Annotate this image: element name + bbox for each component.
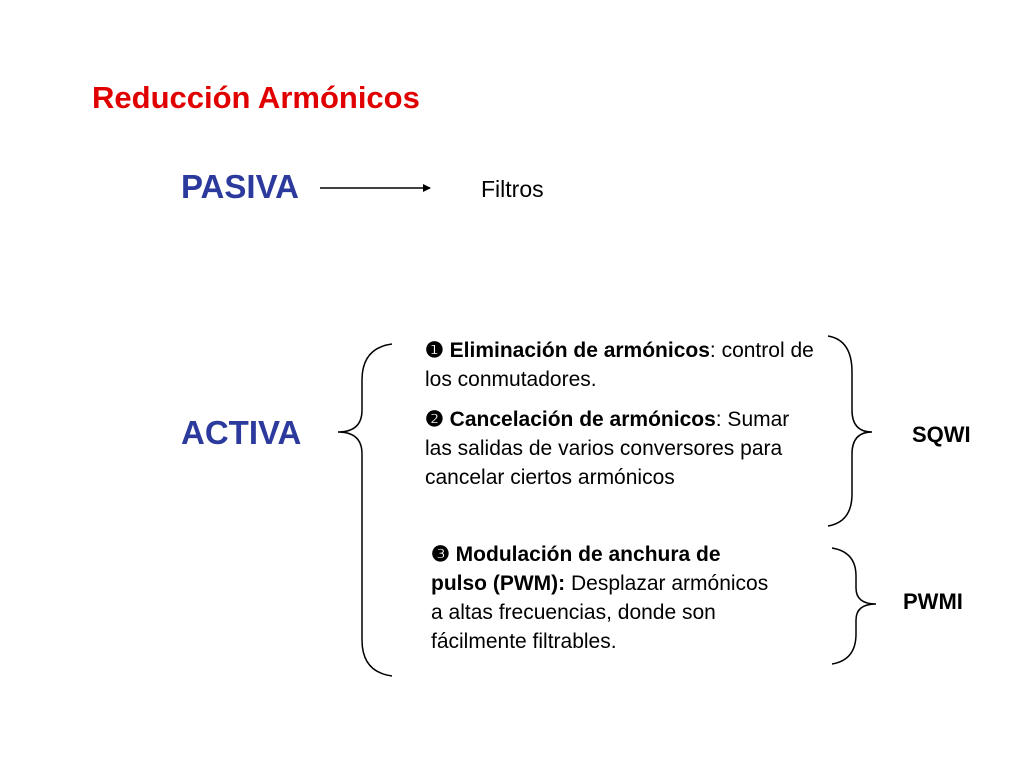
item-2-text: : Sumar las salidas de varios conversore… <box>425 408 790 489</box>
filtros-label: Filtros <box>481 176 544 202</box>
item-3-text: Desplazar armónicos a altas frecuencias,… <box>431 572 769 653</box>
active-item-1: ❶ Eliminación de armónicos: control de l… <box>425 336 825 394</box>
item-1-marker-icon: ❶ <box>425 339 444 362</box>
sqwi-label: SQWI <box>912 422 971 447</box>
pasiva-heading: PASIVA <box>181 168 299 205</box>
pwmi-right-brace <box>831 547 877 665</box>
item-1-title: Eliminación de armónicos <box>449 339 710 362</box>
item-3-marker-icon: ❸ <box>431 543 450 566</box>
active-item-2: ❷ Cancelación de armónicos: Sumar las sa… <box>425 405 805 492</box>
pwmi-label: PWMI <box>903 589 963 614</box>
item-2-marker-icon: ❷ <box>425 408 444 431</box>
item-2-title: Cancelación de armónicos <box>449 408 716 431</box>
item-1-text: : control de los conmutadores. <box>425 339 814 391</box>
sqwi-right-brace <box>827 335 873 527</box>
slide-title: Reducción Armónicos <box>92 80 420 115</box>
activa-heading: ACTIVA <box>181 414 302 451</box>
activa-left-brace <box>337 343 393 677</box>
item-3-title: Modulación de anchura de pulso (PWM): <box>431 543 721 595</box>
active-item-3: ❸ Modulación de anchura de pulso (PWM): … <box>431 540 771 656</box>
